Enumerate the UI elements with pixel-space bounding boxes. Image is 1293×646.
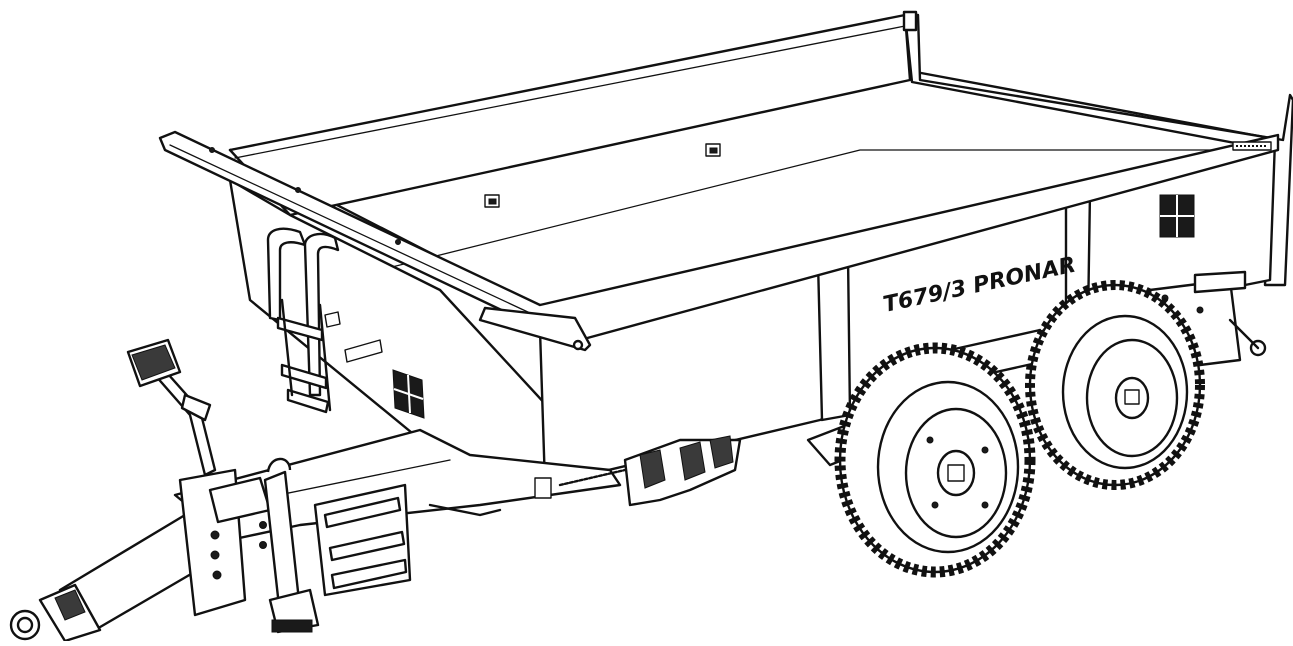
front-wheel <box>834 342 1036 578</box>
wall-hook <box>344 339 383 363</box>
rail-bolt <box>572 339 584 351</box>
rear-wheel <box>1025 280 1205 490</box>
drawbar-bolt <box>210 530 220 540</box>
hose-holder <box>126 338 217 477</box>
reflector-grid-left <box>392 369 425 419</box>
wall-hook <box>324 311 341 328</box>
side-top-rail-line <box>169 144 546 321</box>
drawbar-bolt <box>210 550 220 560</box>
drawbar-bolt <box>212 570 222 580</box>
side-ladder <box>266 227 340 414</box>
drawbar-bolt <box>259 541 267 549</box>
brake-rod <box>428 503 502 517</box>
wheel-chocks <box>623 435 742 507</box>
wall-bracket-slot <box>709 147 718 154</box>
support-jack <box>263 457 320 634</box>
side-post-1 <box>816 254 852 422</box>
front-step <box>313 483 412 597</box>
tailgate-frame <box>903 13 1293 287</box>
rail-front-end <box>478 306 592 352</box>
rail-rivet <box>295 187 301 193</box>
hitch-eye <box>9 583 102 643</box>
front-wall-top-line <box>234 25 906 159</box>
tailgate-post-top <box>902 10 918 32</box>
drawbar-bolt <box>259 521 267 529</box>
safety-chain <box>558 468 627 487</box>
reflector-grid-right <box>1159 194 1195 238</box>
bed-floor-line <box>299 149 1271 291</box>
light-box <box>534 477 552 499</box>
rail-rivet <box>395 239 401 245</box>
rail-rivet <box>209 147 215 153</box>
wall-bracket-slot <box>488 198 497 205</box>
